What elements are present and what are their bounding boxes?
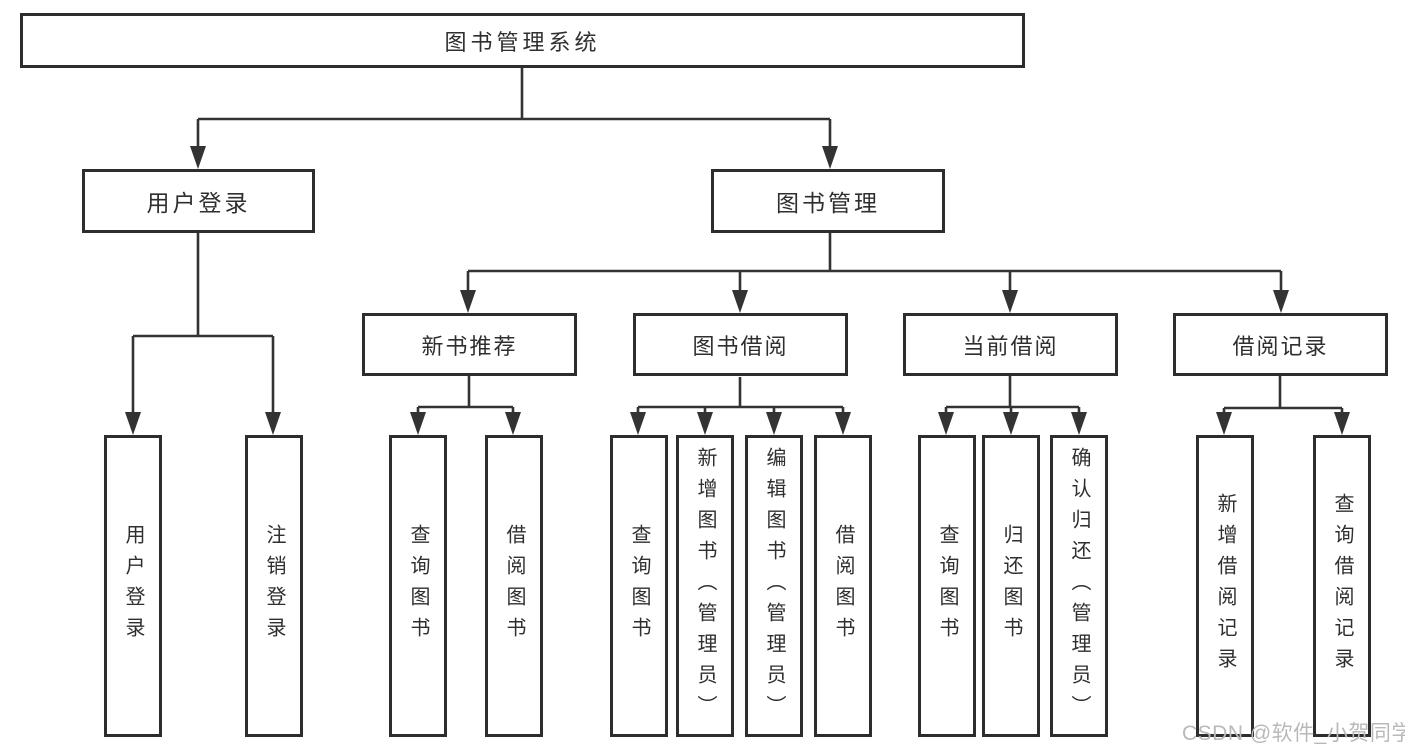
connector-root-to-level2: [190, 68, 838, 169]
leaf-record-add-borrow-record: 新增借阅记录: [1196, 435, 1254, 737]
node-label: 查询图书: [936, 524, 958, 648]
node-new-book-recommend: 新书推荐: [362, 313, 577, 376]
node-book-management: 图书管理: [711, 169, 945, 233]
leaf-current-confirm-return-admin: 确认归还（管理员）: [1050, 435, 1108, 737]
node-label: 借阅记录: [1232, 333, 1329, 359]
node-current-borrow: 当前借阅: [903, 313, 1118, 376]
leaf-borrow-edit-books-admin: 编辑图书（管理员）: [745, 435, 803, 737]
node-label: 归还图书: [1000, 524, 1022, 648]
node-label: 用户登录: [122, 524, 144, 648]
leaf-record-query-borrow-record: 查询借阅记录: [1313, 435, 1371, 737]
node-library-management-system: 图书管理系统: [20, 13, 1025, 68]
leaf-borrow-query-books: 查询图书: [610, 435, 668, 737]
connector-book-management-to-level3: [460, 233, 1289, 313]
node-label: 查询图书: [628, 524, 650, 648]
leaf-borrow-add-books-admin: 新增图书（管理员）: [676, 435, 734, 737]
node-label: 借阅图书: [832, 524, 854, 648]
node-borrow-records: 借阅记录: [1173, 313, 1388, 376]
connector-current-borrow-to-leaves: [938, 376, 1087, 435]
connector-borrow-record-to-leaves: [1216, 376, 1350, 435]
node-label: 确认归还（管理员）: [1068, 446, 1090, 726]
node-label: 注销登录: [263, 524, 285, 648]
node-label: 新书推荐: [421, 333, 518, 359]
leaf-logout: 注销登录: [245, 435, 303, 737]
node-label: 查询借阅记录: [1331, 493, 1353, 679]
leaf-newbook-query-books: 查询图书: [389, 435, 447, 737]
connector-new-book-to-leaves: [410, 376, 521, 435]
leaf-current-query-books: 查询图书: [918, 435, 976, 737]
node-label: 查询图书: [407, 524, 429, 648]
node-label: 用户登录: [146, 190, 251, 216]
node-book-borrow: 图书借阅: [633, 313, 848, 376]
node-label: 当前借阅: [962, 333, 1059, 359]
node-label: 图书借阅: [692, 333, 789, 359]
node-label: 新增借阅记录: [1214, 493, 1236, 679]
leaf-borrow-borrow-books: 借阅图书: [814, 435, 872, 737]
node-label: 编辑图书（管理员）: [763, 446, 785, 726]
node-label: 新增图书（管理员）: [694, 446, 716, 726]
node-label: 图书管理: [776, 190, 880, 216]
leaf-current-return-books: 归还图书: [982, 435, 1040, 737]
node-user-login: 用户登录: [82, 169, 315, 233]
node-label: 借阅图书: [503, 524, 525, 648]
node-label: 图书管理系统: [444, 29, 601, 55]
leaf-user-login: 用户登录: [104, 435, 162, 737]
leaf-newbook-borrow-books: 借阅图书: [485, 435, 543, 737]
connector-book-borrow-to-leaves: [630, 377, 851, 435]
csdn-watermark: CSDN @软件_小贺同学: [1182, 722, 1405, 745]
connector-user-login-to-leaves: [125, 233, 281, 435]
